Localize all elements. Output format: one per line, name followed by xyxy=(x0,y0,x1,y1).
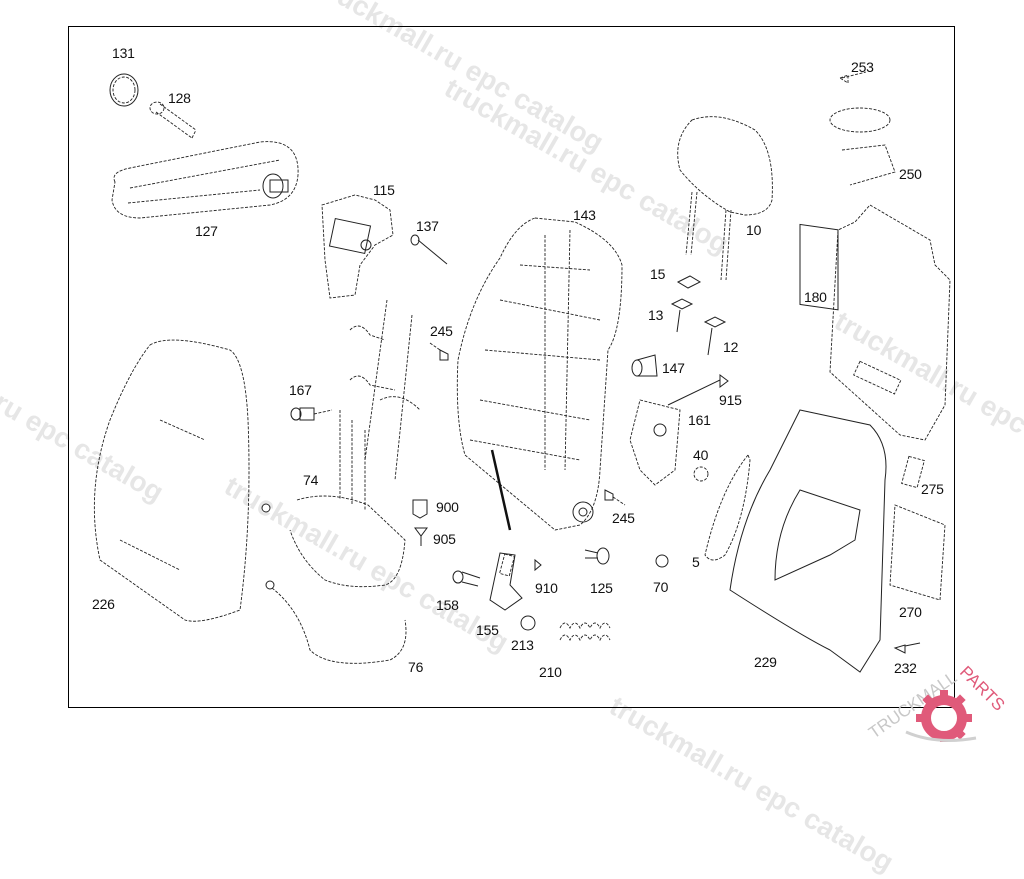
callout-210[interactable]: 210 xyxy=(539,664,562,680)
callout-245-lower[interactable]: 245 xyxy=(612,510,635,526)
part-910-clip[interactable] xyxy=(534,558,542,572)
callout-161[interactable]: 161 xyxy=(688,412,711,428)
callout-13[interactable]: 13 xyxy=(648,307,664,323)
part-250-cup-holder[interactable] xyxy=(799,71,896,311)
callout-250[interactable]: 250 xyxy=(899,166,922,182)
callout-275[interactable]: 275 xyxy=(921,481,944,497)
callout-910[interactable]: 910 xyxy=(535,580,558,596)
callout-40[interactable]: 40 xyxy=(693,447,709,463)
callout-158[interactable]: 158 xyxy=(436,597,459,613)
callout-147[interactable]: 147 xyxy=(662,360,685,376)
part-76-cable[interactable] xyxy=(261,503,407,664)
part-229-back-shell[interactable] xyxy=(729,409,887,673)
truckmallparts-logo: TRUCKMALL PARTS xyxy=(865,662,1008,742)
part-13-guide[interactable] xyxy=(670,298,694,333)
callout-12[interactable]: 12 xyxy=(723,339,739,355)
callout-15[interactable]: 15 xyxy=(650,266,666,282)
callout-905[interactable]: 905 xyxy=(433,531,456,547)
part-158-bolt[interactable] xyxy=(452,570,481,587)
part-147-bushing[interactable] xyxy=(631,354,658,377)
callout-115[interactable]: 115 xyxy=(373,182,395,198)
callout-155[interactable]: 155 xyxy=(476,622,499,638)
callout-900[interactable]: 900 xyxy=(436,499,459,515)
callout-232[interactable]: 232 xyxy=(894,660,917,676)
part-115-bracket[interactable] xyxy=(321,194,394,299)
part-167-screw[interactable] xyxy=(290,407,333,421)
callout-70[interactable]: 70 xyxy=(653,579,669,595)
callout-128[interactable]: 128 xyxy=(168,90,191,106)
part-213-knob[interactable] xyxy=(520,615,536,631)
callout-5[interactable]: 5 xyxy=(692,554,700,570)
callout-226[interactable]: 226 xyxy=(92,596,115,612)
part-155-motor[interactable] xyxy=(489,552,523,611)
part-74-wire-mat[interactable] xyxy=(289,299,421,588)
callout-213[interactable]: 213 xyxy=(511,637,534,653)
callout-253[interactable]: 253 xyxy=(851,59,874,75)
part-232-screw[interactable] xyxy=(893,642,921,654)
part-900-connector[interactable] xyxy=(412,499,428,519)
part-210-spring[interactable] xyxy=(559,622,611,642)
part-125-pin[interactable] xyxy=(584,547,610,565)
part-10-headrest[interactable] xyxy=(677,116,773,281)
part-137-screw[interactable] xyxy=(410,234,448,265)
callout-74[interactable]: 74 xyxy=(303,472,319,488)
part-70-nut[interactable] xyxy=(655,554,669,568)
part-40-nut[interactable] xyxy=(693,466,709,482)
part-15-guide[interactable] xyxy=(676,275,702,289)
part-915-clip[interactable] xyxy=(719,374,729,388)
part-12-guide[interactable] xyxy=(703,316,727,356)
part-180-back-panel[interactable] xyxy=(829,204,951,441)
part-5-cover[interactable] xyxy=(704,454,751,561)
callout-131[interactable]: 131 xyxy=(112,45,135,61)
part-131-cap-ring[interactable] xyxy=(109,73,139,107)
parts-drawing xyxy=(93,71,951,673)
part-905-connector[interactable] xyxy=(414,527,428,546)
part-143-backrest-frame[interactable] xyxy=(456,217,623,531)
part-245-clip[interactable] xyxy=(604,489,626,506)
callout-127[interactable]: 127 xyxy=(195,223,218,239)
callout-76[interactable]: 76 xyxy=(408,659,424,675)
callout-167[interactable]: 167 xyxy=(289,382,312,398)
callout-229[interactable]: 229 xyxy=(754,654,777,670)
part-275-switch[interactable] xyxy=(901,455,925,489)
part-226-seat-cover[interactable] xyxy=(93,339,250,622)
callout-270[interactable]: 270 xyxy=(899,604,922,620)
part-127-armrest[interactable] xyxy=(111,141,299,219)
part-161-mechanism[interactable] xyxy=(629,379,721,486)
part-245-clip[interactable] xyxy=(429,342,449,361)
callout-180[interactable]: 180 xyxy=(804,289,827,305)
callout-125[interactable]: 125 xyxy=(590,580,613,596)
diagram-frame xyxy=(68,26,955,708)
callout-245-upper[interactable]: 245 xyxy=(430,323,453,339)
callout-10[interactable]: 10 xyxy=(746,222,762,238)
part-270-pocket[interactable] xyxy=(889,504,946,601)
callout-143[interactable]: 143 xyxy=(573,207,596,223)
callout-137[interactable]: 137 xyxy=(416,218,439,234)
callout-915[interactable]: 915 xyxy=(719,392,742,408)
part-128-bolt[interactable] xyxy=(149,101,197,139)
